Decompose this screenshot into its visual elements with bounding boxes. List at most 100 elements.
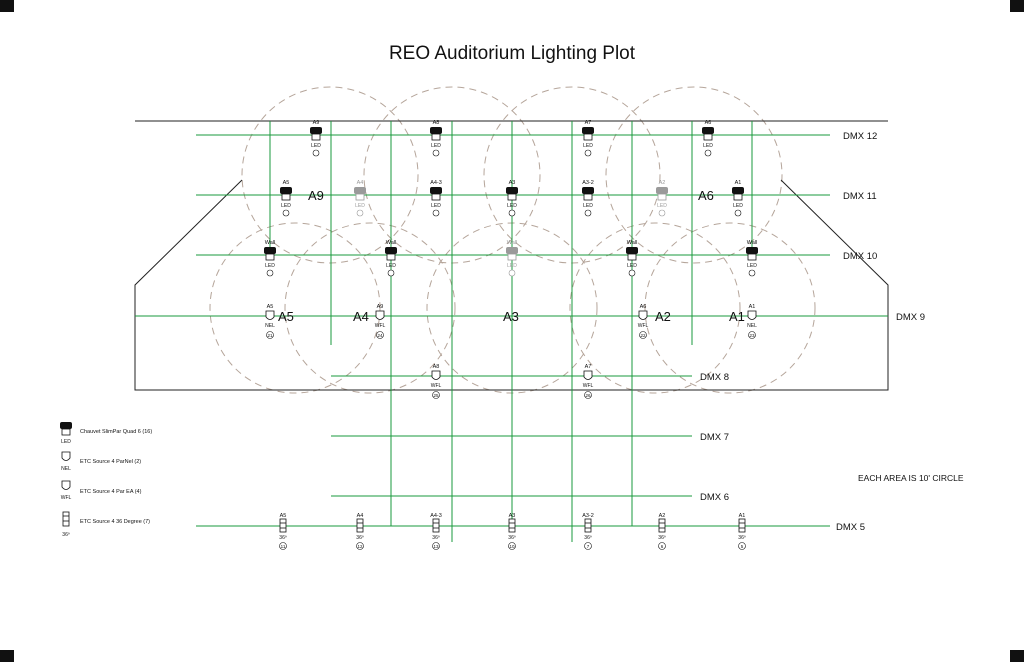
fixture-type-label: LED xyxy=(627,263,637,269)
legend-nel-symbol xyxy=(61,451,71,461)
fixture-type-label: LED xyxy=(265,263,275,269)
fixture-type-label: WFL xyxy=(375,323,386,329)
area-circle xyxy=(209,222,381,394)
fixture-channel: 23 xyxy=(749,333,755,338)
fixtures: A9LEDA8LEDA7LEDA6LEDA5LEDA4LEDA4-3LEDA3L… xyxy=(264,120,758,550)
area-label-a5: A5 xyxy=(278,309,294,324)
area-circle xyxy=(569,222,741,394)
crop-mark-top-left xyxy=(0,0,14,12)
dmx-label-8: DMX 8 xyxy=(700,372,729,383)
fixture-type-label: LED xyxy=(431,203,441,209)
area-label-a1: A1 xyxy=(729,309,745,324)
fixture-type-label: 36º xyxy=(658,535,666,541)
legend-wfl-symbol xyxy=(61,480,71,490)
crop-mark-top-right xyxy=(1010,0,1024,12)
fixture-channel: 10 xyxy=(509,544,515,549)
dmx-label-5: DMX 5 xyxy=(836,522,865,533)
area-label-a9: A9 xyxy=(308,188,324,203)
area-label-a4: A4 xyxy=(353,309,369,324)
fixture-type-label: LED xyxy=(747,263,757,269)
area-circle xyxy=(241,86,419,264)
dmx-label-6: DMX 6 xyxy=(700,492,729,503)
legend-nel-tag: NEL xyxy=(61,466,71,472)
fixture-channel: 26 xyxy=(585,393,591,398)
area-circle xyxy=(644,222,816,394)
fixture-position-label: A4-3 xyxy=(430,513,442,519)
fixture-position-label: A6 xyxy=(640,304,647,310)
fixture-position-label: A9 xyxy=(313,120,320,126)
fixture-position-label: A1 xyxy=(749,304,756,310)
fixture-position-label: A5 xyxy=(267,304,274,310)
fixture-channel: 21 xyxy=(267,333,273,338)
fixture-channel: 7 xyxy=(587,544,590,549)
fixture-type-label: NEL xyxy=(747,323,757,329)
fixture-type-label: LED xyxy=(733,203,743,209)
plot-title: REO Auditorium Lighting Plot xyxy=(389,43,636,64)
dmx-label-9: DMX 9 xyxy=(896,312,925,323)
fixture-type-label: LED xyxy=(431,143,441,149)
crop-mark-bottom-right xyxy=(1010,650,1024,662)
legend-wfl-tag: WFL xyxy=(61,495,72,501)
fixture-position-label: A8 xyxy=(433,364,440,370)
legend-nel-label: ETC Source 4 ParNel (2) xyxy=(80,459,141,465)
fixture-type-label: LED xyxy=(703,143,713,149)
fixture-type-label: LED xyxy=(583,143,593,149)
area-circles xyxy=(209,86,816,394)
fixture-type-label: LED xyxy=(281,203,291,209)
fixture-type-label: WFL xyxy=(583,383,594,389)
area-label-a2: A2 xyxy=(655,309,671,324)
fixture-position-label: Wall xyxy=(627,240,638,246)
fixture-type-label: WFL xyxy=(431,383,442,389)
legend: LED Chauvet SlimPar Quad 6 (16) NEL ETC … xyxy=(60,422,152,538)
fixture-type-label: WFL xyxy=(638,323,649,329)
fixture-type-label: LED xyxy=(311,143,321,149)
fixture-position-label: A2 xyxy=(659,513,666,519)
fixture-position-label: A9 xyxy=(377,304,384,310)
fixture-type-label: LED xyxy=(507,203,517,209)
fixture-position-label: A3 xyxy=(509,180,516,186)
fixture-position-label: A3-2 xyxy=(582,513,594,519)
fixture-position-label: A8 xyxy=(433,120,440,126)
fixture-type-label: 36º xyxy=(584,535,592,541)
fixture-channel: 12 xyxy=(357,544,363,549)
legend-36deg-label: ETC Source 4 36 Degree (7) xyxy=(80,519,150,525)
fixture-type-label: LED xyxy=(386,263,396,269)
fixture-position-label: A1 xyxy=(739,513,746,519)
fixture-position-label: Wall xyxy=(386,240,397,246)
ellipsoidal-fixture: A3-2 36º 7 xyxy=(582,513,594,550)
fixture-position-label: Wall xyxy=(747,240,758,246)
legend-led-symbol xyxy=(60,422,72,436)
dmx-label-7: DMX 7 xyxy=(700,432,729,443)
area-label-a6: A6 xyxy=(698,188,714,203)
fixture-type-label: LED xyxy=(507,263,517,269)
fixture-position-label: A5 xyxy=(283,180,290,186)
dmx-label-11: DMX 11 xyxy=(843,191,877,202)
fixture-type-label: 36º xyxy=(279,535,287,541)
fixture-position-label: A6 xyxy=(705,120,712,126)
legend-36deg-tag: 36º xyxy=(62,532,70,538)
legend-led-tag: LED xyxy=(61,439,71,445)
fixture-type-label: LED xyxy=(657,203,667,209)
fixture-position-label: A7 xyxy=(585,364,592,370)
fixture-type-label: 36º xyxy=(356,535,364,541)
area-circle xyxy=(284,222,456,394)
legend-led-label: Chauvet SlimPar Quad 6 (16) xyxy=(80,429,152,435)
